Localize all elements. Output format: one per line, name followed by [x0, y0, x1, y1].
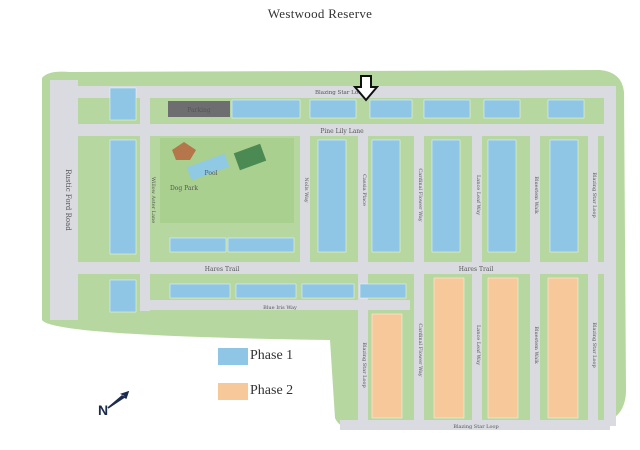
- compass: N: [98, 390, 130, 418]
- street-label-hares-right: Hares Trail: [459, 266, 494, 273]
- parking-lot: [168, 101, 230, 117]
- legend-label-phase2: Phase 2: [250, 383, 294, 398]
- street-label-blazing-right-lower: Blazing Star Loop: [591, 322, 597, 367]
- phase2-lots: [371, 277, 579, 419]
- street-label-blue-iris: Blue Iris Way: [263, 305, 297, 311]
- map-title: Westwood Reserve: [267, 6, 373, 21]
- tennis-court: [233, 143, 267, 171]
- street-label-nolls: Nolls Way: [303, 177, 309, 202]
- road-network: [50, 80, 616, 430]
- clubhouse-icon: [172, 142, 196, 160]
- street-label-cardinal-lower: Cardinal Flower Way: [417, 323, 423, 376]
- street-label-pine-lily: Pine Lily Lane: [320, 128, 364, 135]
- legend-swatch-phase2: [218, 383, 248, 400]
- street-label-bluestem-lower: Bluestem Walk: [533, 326, 539, 365]
- street-label-cassia: Cassia Place: [361, 174, 367, 206]
- north-arrow-icon: [107, 390, 130, 409]
- compass-label: N: [98, 402, 108, 418]
- street-label-blazing-left-lower: Blazing Star Loop: [361, 342, 367, 387]
- phase1-lots: [109, 87, 585, 313]
- down-arrow-icon: [352, 75, 380, 102]
- street-labels: Blazing Star Loop Pine Lily Lane Hares T…: [64, 90, 597, 430]
- pool-icon: [186, 153, 230, 181]
- parking-label: Parking: [187, 107, 211, 114]
- pool-label: Pool: [205, 170, 218, 177]
- legend-swatch-phase1: [218, 348, 248, 365]
- dog-park-label: Dog Park: [170, 185, 198, 192]
- legend-label-phase1: Phase 1: [250, 348, 294, 363]
- street-label-bluestem-upper: Bluestem Walk: [533, 176, 539, 215]
- street-label-rustic-ford: Rustic Ford Road: [64, 169, 72, 231]
- street-label-lance-lower: Lance Leaf Way: [475, 325, 481, 365]
- street-label-hares-left: Hares Trail: [205, 266, 240, 273]
- street-label-willow-aster: Willow Aster Lane: [150, 177, 156, 223]
- street-label-cardinal-upper: Cardinal Flower Way: [417, 168, 423, 221]
- street-label-bottom-loop: Blazing Star Loop: [453, 424, 498, 430]
- street-label-lance-upper: Lance Leaf Way: [475, 175, 481, 215]
- street-label-top: Blazing Star Loop: [315, 90, 365, 96]
- street-label-blazing-right-upper: Blazing Star Loop: [591, 172, 597, 217]
